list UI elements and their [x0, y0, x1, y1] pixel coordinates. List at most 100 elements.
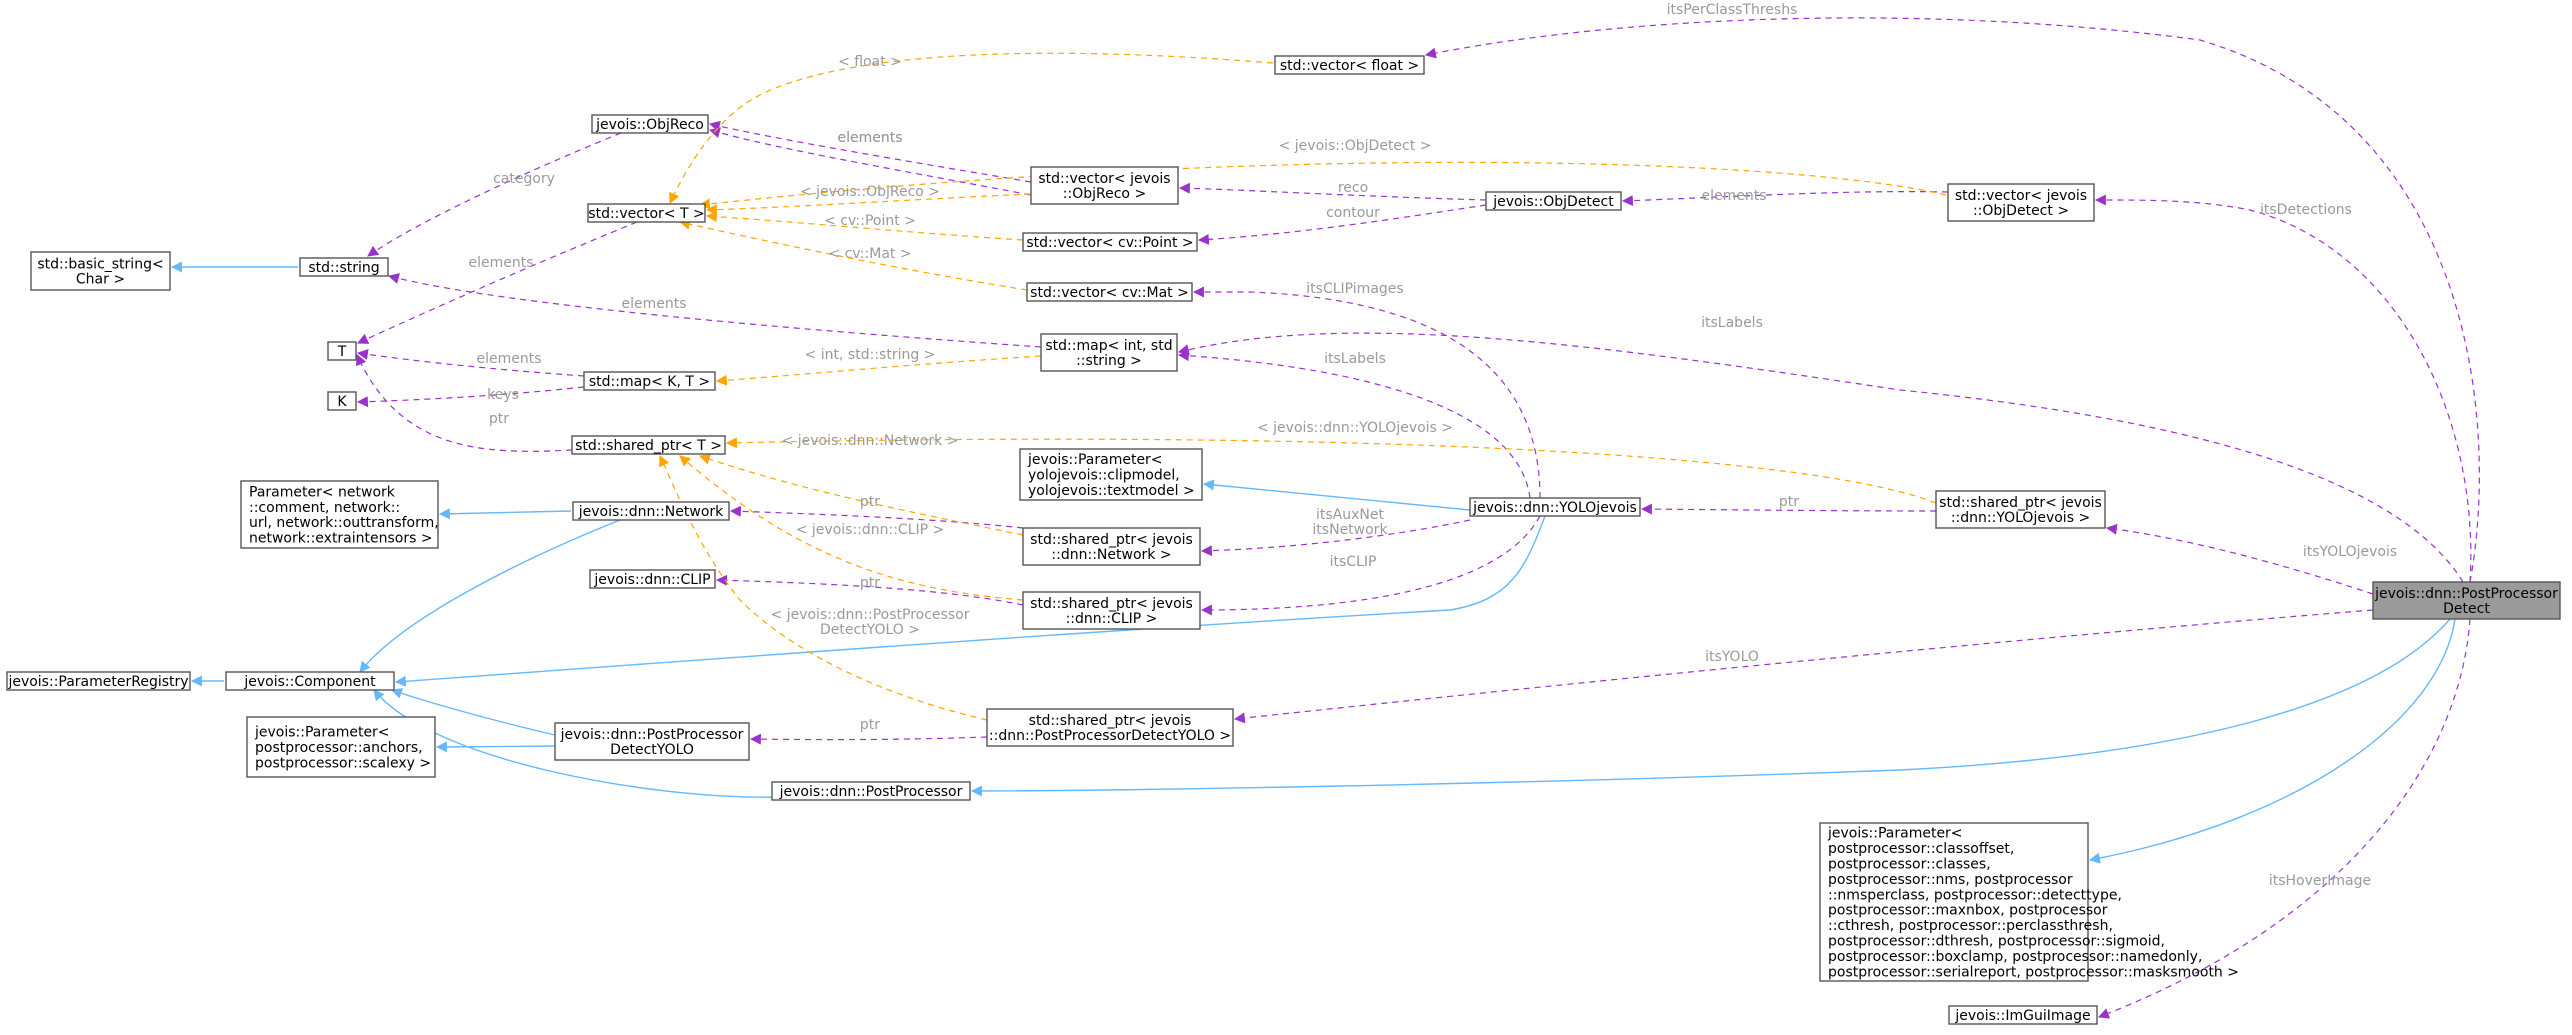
class-node-vecPoint[interactable]: std::vector< cv::Point >: [1022, 232, 1198, 252]
class-node-label: std::map< int, std: [1045, 338, 1172, 354]
class-node-label: jevois::dnn::PostProcessor: [560, 727, 744, 743]
class-node-label: network::extraintensors >: [249, 531, 433, 547]
edge-usage-u13: [715, 574, 1024, 606]
class-node-vecT[interactable]: std::vector< T >: [587, 203, 706, 223]
class-node-label: postprocessor::classes,: [1828, 857, 1991, 873]
class-node-label: postprocessor::classoffset,: [1828, 841, 2014, 857]
edge-label: itsYOLO: [1705, 649, 1759, 665]
class-node-label: postprocessor::maxnbox, postprocessor: [1828, 903, 2108, 919]
class-node-label: jevois::dnn::PostProcessor: [779, 784, 963, 800]
edge-label: itsLabels: [1324, 351, 1386, 367]
class-node-vecMat[interactable]: std::vector< cv::Mat >: [1026, 282, 1193, 302]
edge-label: category: [493, 171, 555, 187]
edge-template-t4: [705, 211, 1024, 241]
class-node-spYolo[interactable]: std::shared_ptr< jevois::dnn::YOLOjevois…: [1935, 490, 2106, 529]
class-node-label: yolojevois::clipmodel,: [1028, 468, 1180, 484]
class-node-pr[interactable]: jevois::ParameterRegistry: [6, 671, 191, 691]
edge-label: elements: [476, 351, 541, 367]
edge-usage-u11: [708, 127, 1042, 198]
class-node-yolo[interactable]: jevois::dnn::YOLOjevois: [1469, 497, 1641, 517]
class-node-paramBig[interactable]: jevois::Parameter<postprocessor::classof…: [1819, 822, 2239, 982]
class-node-mapKT[interactable]: std::map< K, T >: [583, 371, 716, 391]
edge-label: ptr: [1779, 494, 1799, 510]
class-node-mapIntStr[interactable]: std::map< int, std::string >: [1040, 333, 1178, 372]
class-node-label: postprocessor::dthresh, postprocessor::s…: [1828, 934, 2165, 950]
class-node-vecObjDet[interactable]: std::vector< jevois::ObjDetect >: [1947, 183, 2095, 222]
class-node-label: std::shared_ptr< jevois: [1030, 596, 1193, 612]
edge-usage-u15: [749, 733, 988, 745]
class-node-spPPDY[interactable]: std::shared_ptr< jevois::dnn::PostProces…: [986, 708, 1234, 747]
class-node-net[interactable]: jevois::dnn::Network: [572, 501, 730, 521]
class-node-paramClip[interactable]: jevois::Parameter<yolojevois::clipmodel,…: [1019, 448, 1203, 501]
class-node-spT[interactable]: std::shared_ptr< T >: [571, 435, 726, 455]
edge-label: < cv::Point >: [824, 213, 916, 229]
edge-usage-u18: [1200, 519, 1471, 557]
edge-inheritance-e11: [2088, 618, 2456, 864]
class-node-label: jevois::ObjDetect: [1492, 194, 1614, 210]
edge-template-t2: [698, 161, 1947, 210]
class-node-label: ::nmsperclass, postprocessor::detecttype…: [1828, 887, 2122, 903]
class-node-ppd[interactable]: jevois::dnn::PostProcessorDetect: [2372, 581, 2561, 620]
class-node-bstr[interactable]: std::basic_string<Char >: [30, 251, 171, 291]
edge-usage-u6: [356, 386, 585, 408]
class-node-label: Detect: [2443, 601, 2490, 617]
class-node-objreco[interactable]: jevois::ObjReco: [591, 114, 709, 134]
class-node-K[interactable]: K: [327, 391, 357, 411]
edges-layer: [170, 17, 2480, 1019]
edge-usage-u8: [1621, 191, 1949, 207]
class-node-label: jevois::dnn::PostProcessor: [2374, 586, 2558, 602]
class-node-label: ::cthresh, postprocessor::perclassthresh…: [1828, 918, 2113, 934]
edge-label: itsCLIPimages: [1306, 281, 1403, 297]
class-node-ppdy[interactable]: jevois::dnn::PostProcessorDetectYOLO: [554, 722, 750, 761]
class-node-box: [571, 435, 726, 455]
edge-template-t6: [715, 355, 1042, 386]
edge-usage-u16: [1192, 286, 1541, 499]
class-node-vecObjReco[interactable]: std::vector< jevois::ObjReco >: [1030, 166, 1179, 205]
class-node-pp[interactable]: jevois::dnn::PostProcessor: [771, 781, 971, 801]
edge-label: ptr: [489, 411, 509, 427]
class-node-box: [327, 341, 357, 361]
class-node-label: jevois::dnn::YOLOjevois: [1472, 500, 1637, 516]
edge-inheritance-e3: [438, 508, 572, 520]
class-node-str[interactable]: std::string: [299, 257, 389, 277]
edge-label: itsLabels: [1701, 315, 1763, 331]
class-node-T[interactable]: T: [327, 341, 357, 361]
class-node-imgui[interactable]: jevois::ImGuiImage: [1948, 1005, 2098, 1025]
class-node-box: [1819, 822, 2089, 982]
edge-usage-u22: [1177, 332, 2464, 583]
class-node-paramAnch[interactable]: jevois::Parameter<postprocessor::anchors…: [246, 716, 436, 778]
class-node-label: std::vector< jevois: [1038, 171, 1170, 187]
edge-inheritance-e5: [390, 688, 556, 736]
class-node-label: std::string: [308, 260, 379, 276]
edge-usage-u5: [356, 348, 585, 377]
class-node-box: [240, 480, 439, 549]
class-node-spClip[interactable]: std::shared_ptr< jevois::dnn::CLIP >: [1022, 591, 1201, 630]
edge-label: reco: [1338, 180, 1368, 196]
class-node-box: [572, 501, 730, 521]
class-node-label: DetectYOLO: [610, 742, 694, 758]
edge-inheritance-e10: [970, 618, 2451, 797]
class-node-vecFloat[interactable]: std::vector< float >: [1274, 55, 1425, 75]
class-node-label: T: [337, 344, 347, 360]
class-node-comp[interactable]: jevois::Component: [225, 671, 395, 691]
class-node-label: postprocessor::anchors,: [255, 740, 423, 756]
class-node-spNet[interactable]: std::shared_ptr< jevois::dnn::Network >: [1022, 527, 1201, 566]
class-node-clip[interactable]: jevois::dnn::CLIP: [589, 569, 716, 589]
class-node-box: [591, 114, 709, 134]
edge-usage-u19: [1200, 515, 1541, 616]
edge-usage-u12: [729, 505, 1024, 529]
class-node-label: ::dnn::YOLOjevois >: [1951, 510, 2090, 526]
class-node-label: ::ObjReco >: [1063, 186, 1146, 202]
class-node-label: ::dnn::Network >: [1051, 547, 1171, 563]
class-node-objdet[interactable]: jevois::ObjDetect: [1485, 191, 1622, 211]
edge-label: contour: [1326, 205, 1380, 221]
edge-label: itsNetwork: [1312, 522, 1388, 538]
edge-template-t8: [698, 453, 1024, 536]
edge-label: < jevois::dnn::Network >: [782, 433, 959, 449]
class-node-label: jevois::Component: [243, 674, 376, 690]
class-node-label: ::ObjDetect >: [1973, 203, 2069, 219]
class-node-paramNet[interactable]: Parameter< network::comment, network::ur…: [240, 480, 439, 549]
class-node-label: jevois::dnn::Network: [578, 504, 724, 520]
edge-label: keys: [487, 387, 519, 403]
